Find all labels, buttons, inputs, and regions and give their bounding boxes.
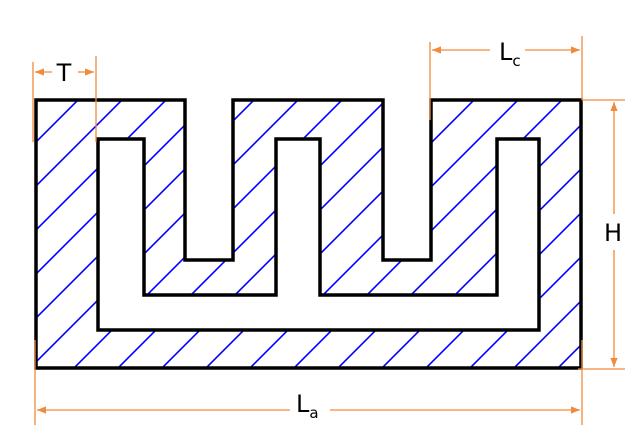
label-La: La: [296, 390, 319, 422]
label-Lc: Lc: [499, 38, 521, 70]
dimension-H: H: [578, 99, 625, 370]
dimension-La: La: [34, 340, 583, 425]
hatched-section: [34, 98, 583, 370]
dimension-Lc: Lc: [429, 36, 583, 120]
label-H: H: [604, 219, 622, 247]
label-T: T: [56, 59, 72, 87]
dimension-T: T: [32, 56, 97, 142]
